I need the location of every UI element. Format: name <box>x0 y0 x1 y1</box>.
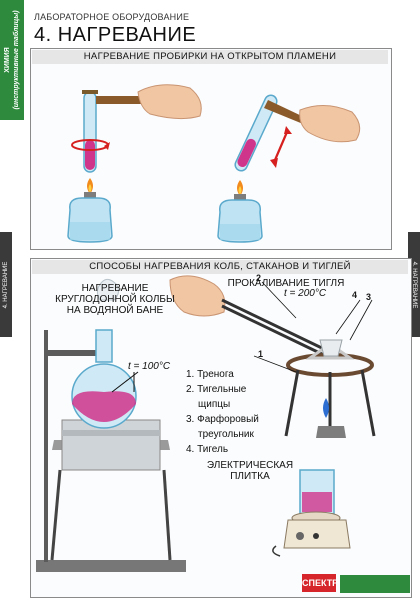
category-label: ЛАБОРАТОРНОЕ ОБОРУДОВАНИЕ <box>34 12 190 22</box>
parts-list-item: треугольник <box>198 429 254 440</box>
crucible-temperature: t = 200°C <box>284 288 327 299</box>
callout-3: 3 <box>366 292 372 302</box>
parts-list-item: щипцы <box>198 399 231 410</box>
water-bath-temperature: t = 100°C <box>128 361 171 372</box>
parts-list-item: 3. Фарфоровый <box>186 414 259 425</box>
water-bath-label-line-3: НА ВОДЯНОЙ БАНЕ <box>66 305 164 316</box>
publisher-info-block <box>340 575 410 593</box>
hot-plate-label: ЭЛЕКТРИЧЕСКАЯ ПЛИТКА <box>200 460 300 482</box>
parts-list-item: 1. Тренога <box>186 369 234 380</box>
water-bath-illustration <box>36 278 186 572</box>
water-bath-label: НАГРЕВАНИЕ КРУГЛОДОННОЙ КОЛБЫ НА ВОДЯНОЙ… <box>40 283 190 316</box>
hot-plate-label-line-2: ПЛИТКА <box>230 471 270 482</box>
crucible-illustration <box>169 275 376 438</box>
test-tube-vertical-illustration <box>67 84 202 243</box>
section-heating-methods-title: СПОСОБЫ НАГРЕВАНИЯ КОЛБ, СТАКАНОВ И ТИГЛ… <box>32 260 408 274</box>
publisher-logo: СПЕКТР <box>302 574 338 592</box>
hot-plate-label-line-1: ЭЛЕКТРИЧЕСКАЯ <box>206 460 294 471</box>
parts-list-item: 2. Тигельные <box>186 384 247 395</box>
callout-1: 1 <box>258 349 264 359</box>
page-title: 4. НАГРЕВАНИЕ <box>34 24 197 46</box>
water-bath-label-line-2: КРУГЛОДОННОЙ КОЛБЫ <box>55 294 175 305</box>
callout-2: 2 <box>256 273 262 283</box>
section-open-flame-title: НАГРЕВАНИЕ ПРОБИРКИ НА ОТКРЫТОМ ПЛАМЕНИ <box>32 50 388 64</box>
topic-tab-left: 4. НАГРЕВАНИЕ <box>0 232 12 337</box>
test-tube-tilted-illustration <box>217 94 361 243</box>
parts-list-item: 4. Тигель <box>186 444 229 455</box>
hot-plate-illustration <box>272 469 351 557</box>
crucible-parts-list: 1. Тренога 2. Тигельные щипцы 3. Фарфоро… <box>186 367 259 457</box>
callout-4: 4 <box>352 290 358 300</box>
subject-tab: ХИМИЯ(инструктивные таблицы) <box>0 0 24 120</box>
crucible-label: ПРОКАЛИВАНИЕ ТИГЛЯ <box>227 278 345 289</box>
water-bath-label-line-1: НАГРЕВАНИЕ <box>81 283 149 294</box>
